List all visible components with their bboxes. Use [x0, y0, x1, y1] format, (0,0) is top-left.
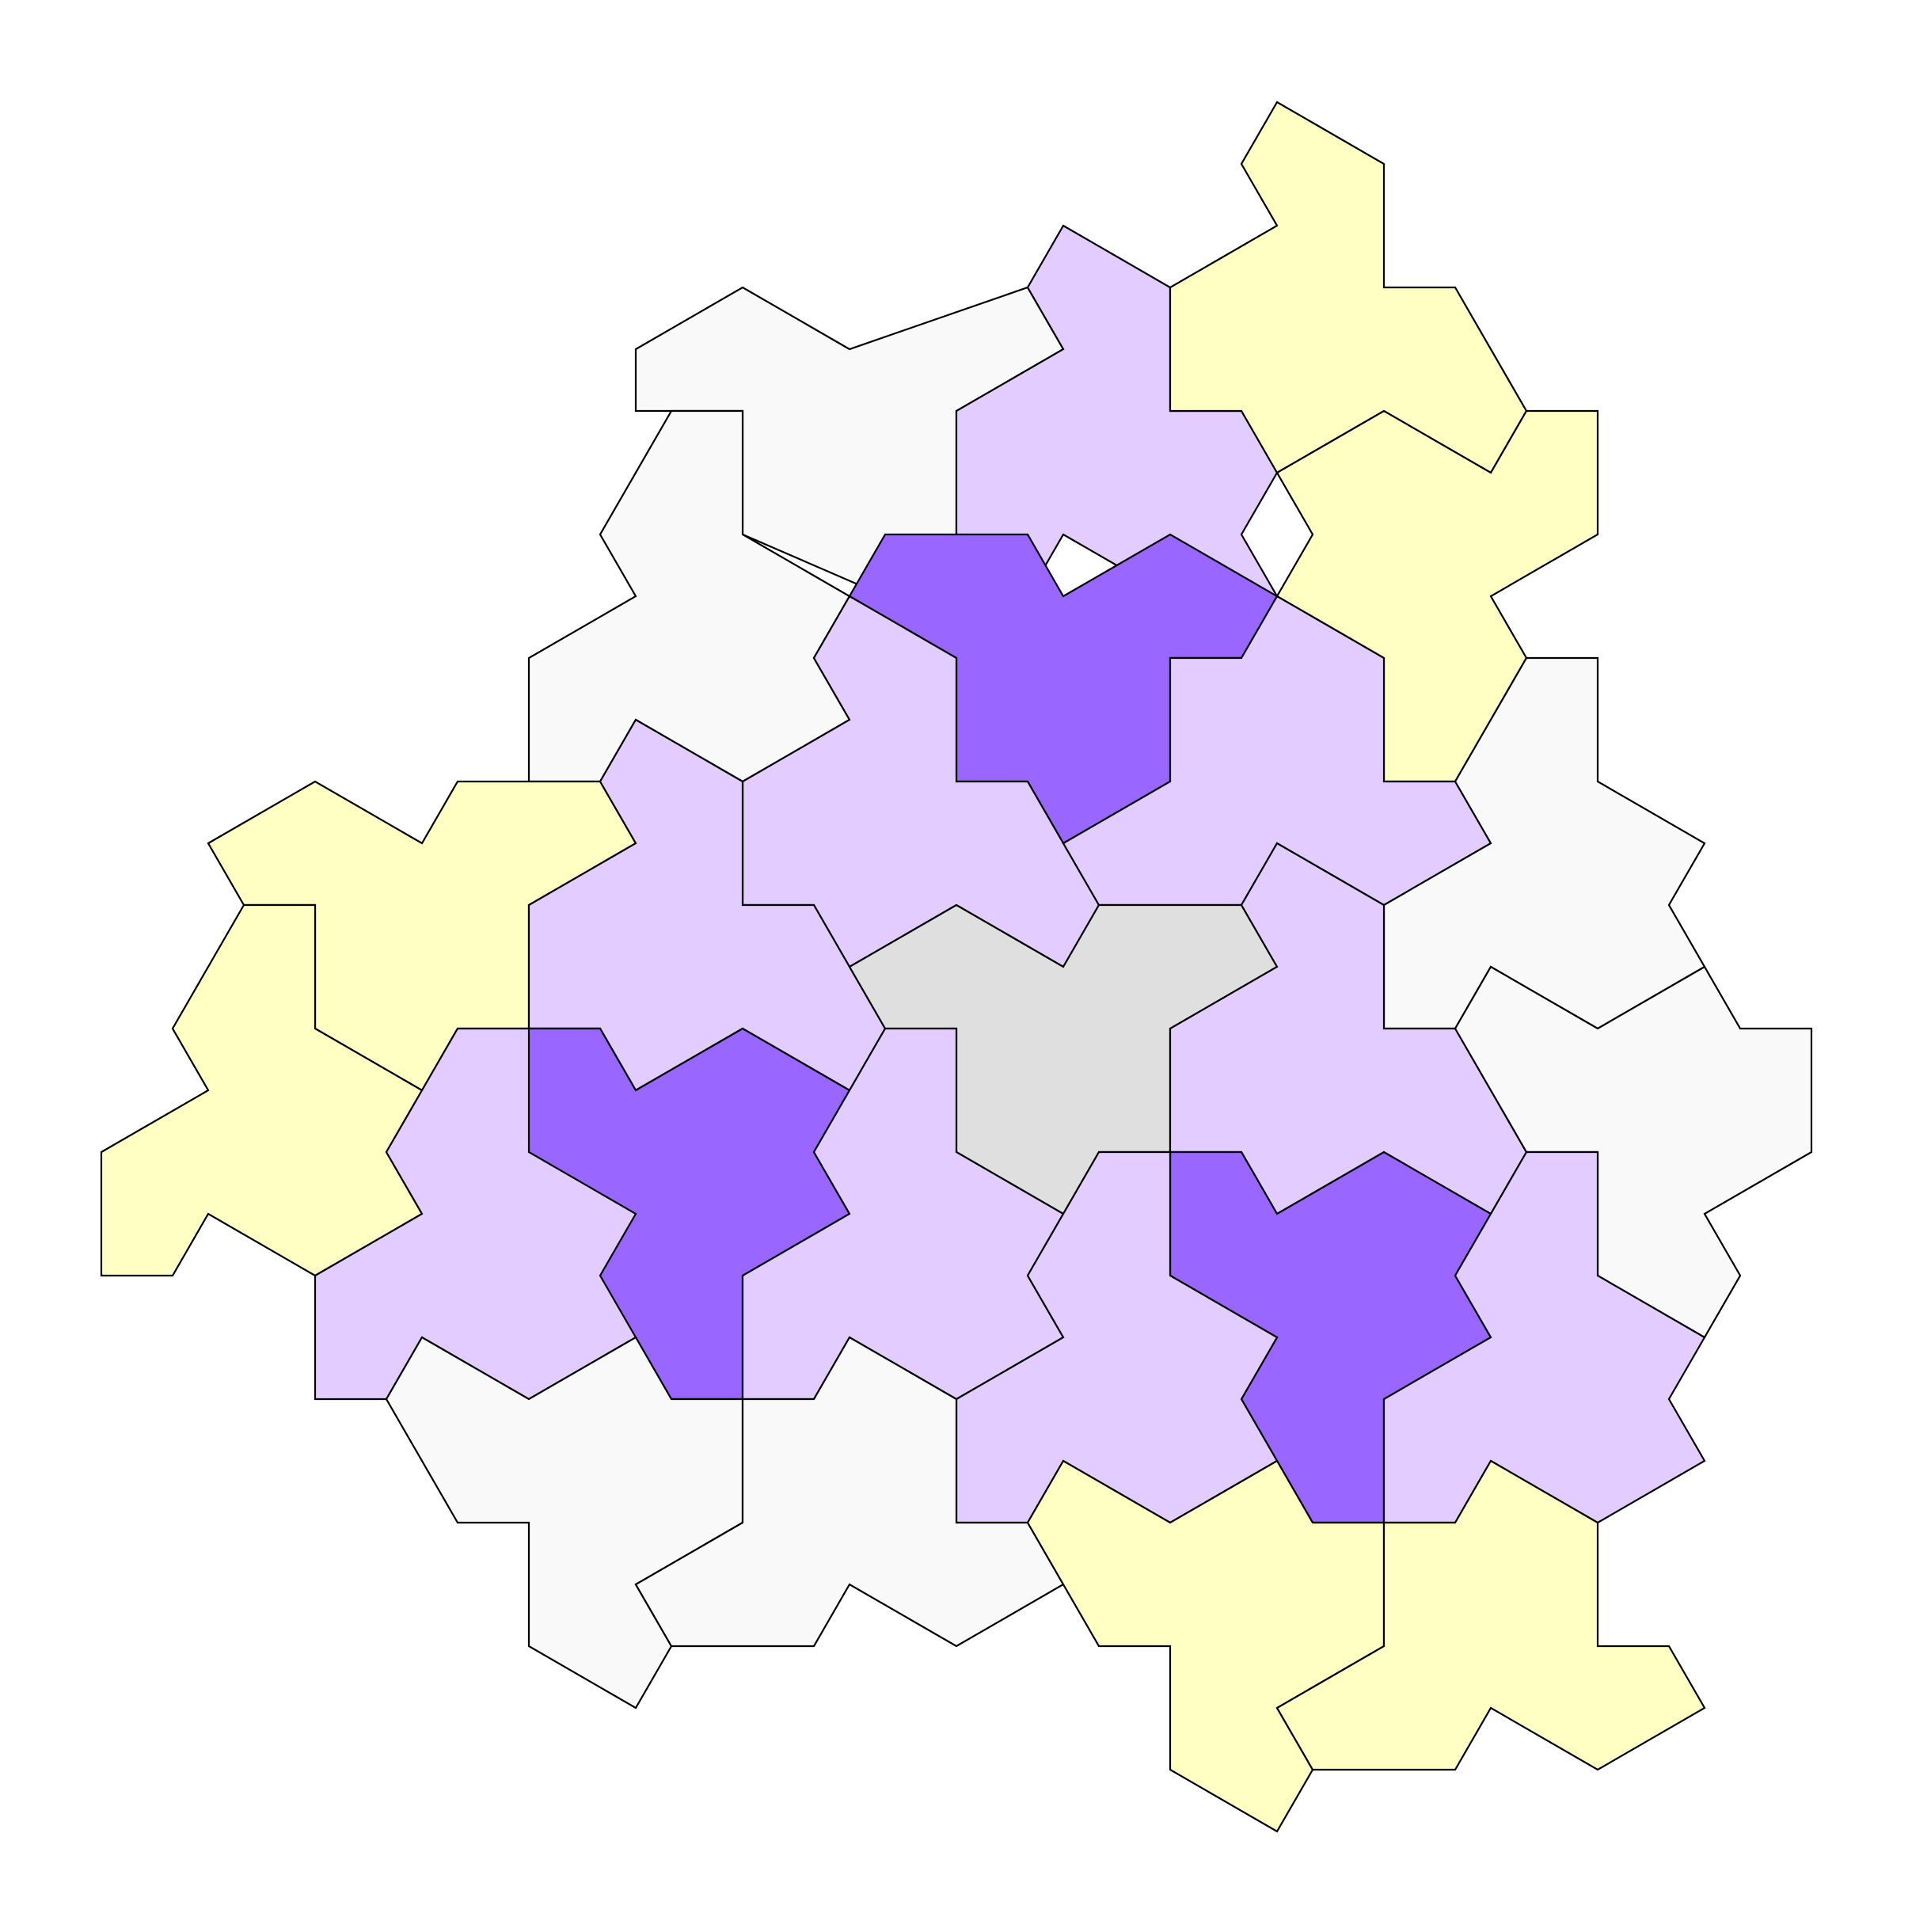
tile	[100, 903, 424, 1277]
tile	[1275, 1459, 1706, 1771]
tile	[634, 1336, 1065, 1648]
